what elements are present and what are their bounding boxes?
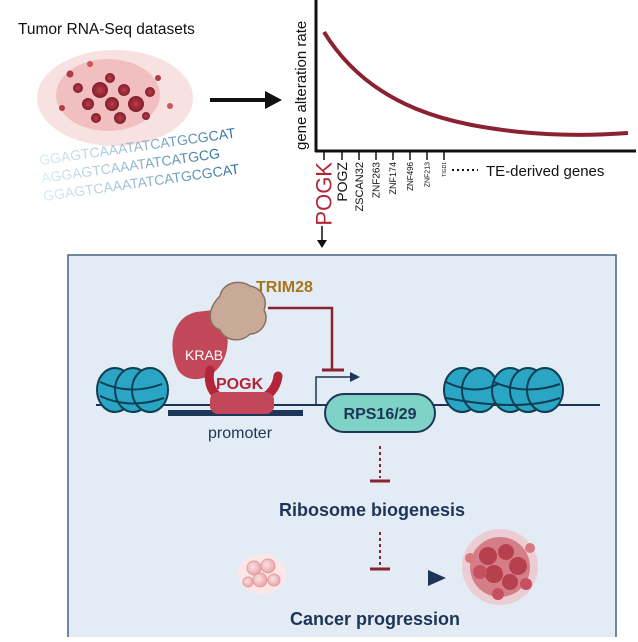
gene-label-znf213: ZNF213 <box>424 162 431 187</box>
rna-seq-title: Tumor RNA-Seq datasets <box>18 21 195 38</box>
alteration-curve <box>322 30 629 137</box>
tumor-cells-icon <box>462 529 538 605</box>
cancer-progression-label: Cancer progression <box>290 609 460 629</box>
arrow-to-panel <box>317 226 327 248</box>
nucleosome-right-icon <box>443 367 564 413</box>
tumor-cluster-icon <box>37 50 193 146</box>
ribosome-biogenesis-label: Ribosome biogenesis <box>279 500 465 520</box>
tss-arrowhead <box>350 372 360 382</box>
nucleosome-left-icon <box>96 367 169 413</box>
healthy-cells-icon <box>238 554 286 594</box>
gene-label-znf496: ZNF496 <box>406 161 415 190</box>
gene-label-zscan32: ZSCAN32 <box>354 162 366 212</box>
trim28-inhibition-line <box>268 306 334 370</box>
gene-label-pogz: POGZ <box>334 162 350 202</box>
progression-arrow <box>296 570 446 586</box>
krab-label: KRAB <box>185 347 223 363</box>
rps-label: RPS16/29 <box>344 406 417 423</box>
gene-label-pogk: POGK <box>312 162 337 226</box>
plot-xlabel: TE-derived genes <box>486 163 604 180</box>
pogk-dna-binding-domain <box>210 392 274 414</box>
arrow-to-plot <box>210 91 282 109</box>
pogk-label: POGK <box>216 376 264 393</box>
plot-ylabel: gene alteration rate <box>293 21 310 150</box>
gene-tick-marks <box>323 152 445 160</box>
trim28-label: TRIM28 <box>256 279 313 296</box>
trim28-protein-icon <box>209 281 267 341</box>
gene-label-tigd1: TIGD1 <box>442 162 448 177</box>
tss-arrow <box>315 376 350 404</box>
gene-label-znf174: ZNF174 <box>388 162 398 195</box>
gene-label-znf263: ZNF263 <box>372 162 383 199</box>
promoter-label: promoter <box>208 425 273 442</box>
rps-gene-box <box>324 393 436 433</box>
